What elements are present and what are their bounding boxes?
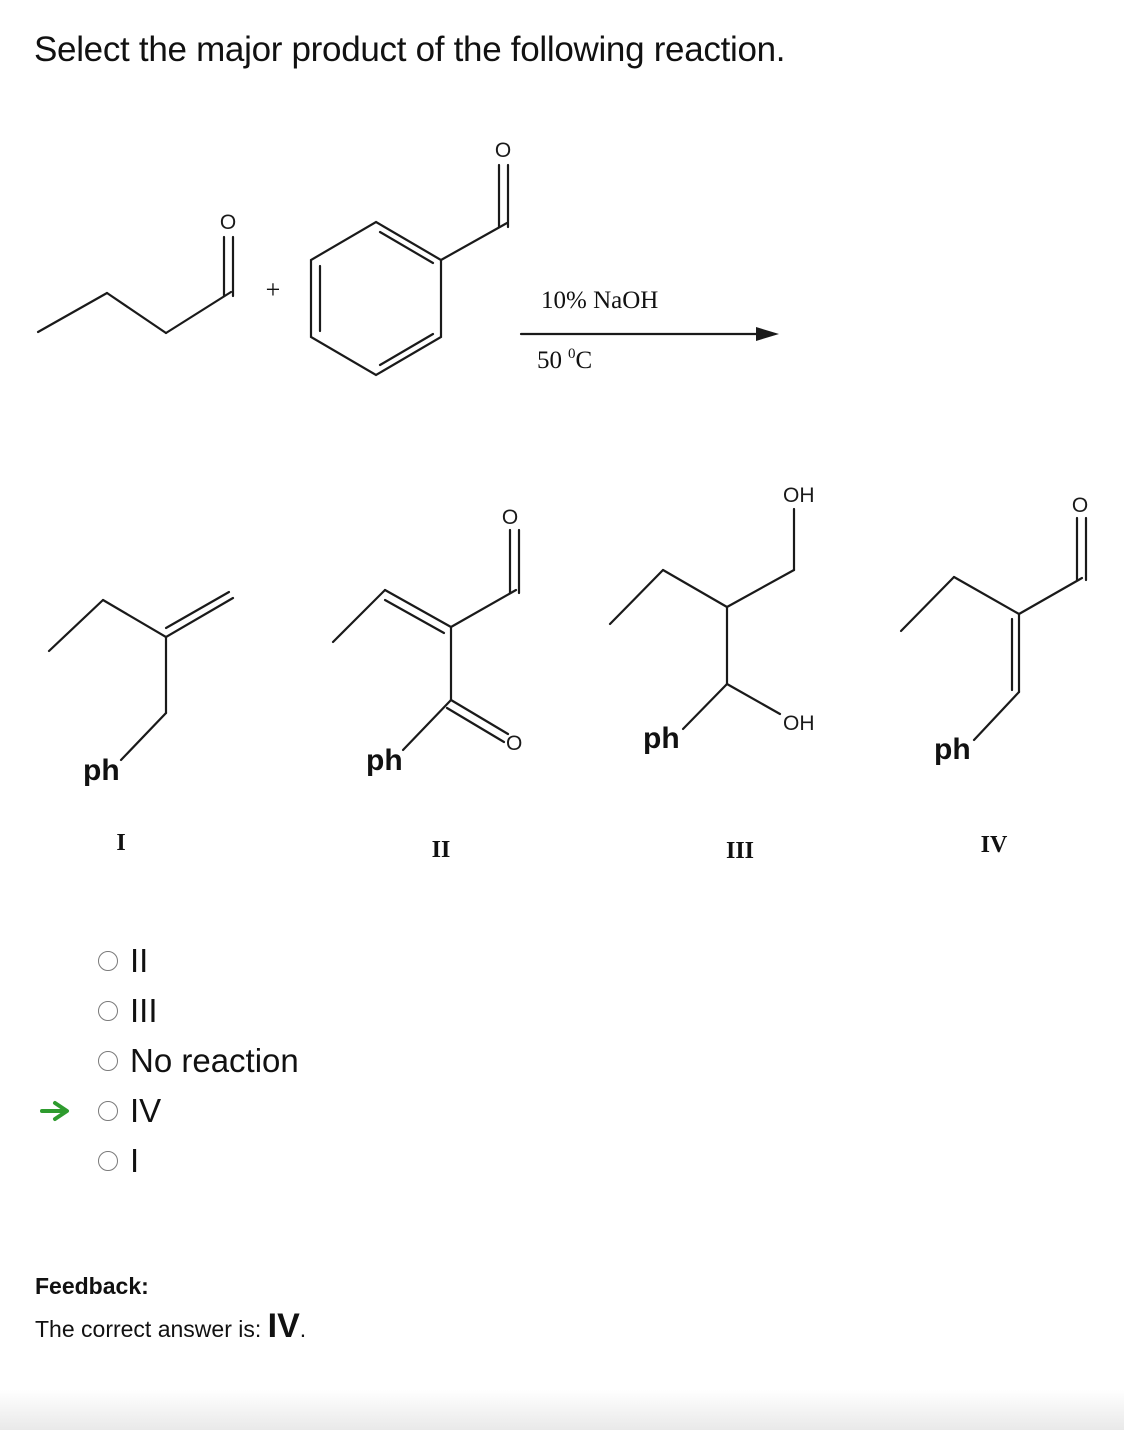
structure-label-I: I [116, 830, 125, 856]
reaction-arrow-icon [756, 327, 779, 341]
oxygen-label: O [495, 139, 511, 162]
phenyl-label: ph [83, 754, 120, 787]
oxygen-label: O [220, 211, 236, 234]
phenyl-label: ph [934, 733, 971, 766]
radio-button[interactable] [98, 951, 118, 971]
option-ii[interactable]: II [40, 936, 299, 986]
feedback-title: Feedback: [35, 1273, 149, 1299]
answer-options: II III No reaction IV I [40, 936, 299, 1186]
option-iii[interactable]: III [40, 986, 299, 1036]
feedback-text: The correct answer is: IV. [35, 1307, 306, 1346]
bottom-edge-shadow [0, 1390, 1124, 1430]
phenyl-label: ph [366, 744, 403, 777]
correct-answer-arrow-icon [40, 1101, 69, 1121]
oxygen-label-top: O [1072, 494, 1088, 517]
oxygen-label-side: O [506, 732, 522, 755]
radio-button[interactable] [98, 1101, 118, 1121]
oxygen-label-top: O [502, 506, 518, 529]
structure-label-II: II [432, 837, 451, 863]
option-label: I [130, 1142, 140, 1179]
hydroxyl-label-bottom: OH [783, 712, 815, 735]
structure-label-IV: IV [981, 832, 1008, 858]
phenyl-label: ph [643, 722, 680, 755]
structure-III: OH OH ph III [608, 484, 815, 864]
option-i[interactable]: I [40, 1136, 299, 1186]
hydroxyl-label-top: OH [783, 484, 815, 507]
option-label: III [130, 992, 158, 1029]
radio-button[interactable] [98, 1051, 118, 1071]
structure-I: ph I [47, 590, 235, 856]
option-no-reaction[interactable]: No reaction [40, 1036, 299, 1086]
structure-IV: O ph IV [899, 494, 1088, 858]
option-label: II [130, 942, 149, 979]
question-text: Select the major product of the followin… [34, 30, 786, 69]
feedback-prefix: The correct answer is: [35, 1316, 268, 1342]
radio-button[interactable] [98, 1151, 118, 1171]
feedback-suffix: . [299, 1316, 307, 1342]
option-label: IV [130, 1092, 162, 1129]
phenylacetaldehyde-structure: O [309, 139, 511, 377]
option-label: No reaction [130, 1042, 299, 1079]
radio-button[interactable] [98, 1001, 118, 1021]
reagent-label: 10% NaOH [541, 287, 658, 314]
butanal-structure: O [36, 211, 236, 335]
plus-sign: + [266, 275, 281, 304]
option-iv[interactable]: IV [40, 1086, 299, 1136]
feedback-answer: IV [267, 1307, 300, 1345]
structure-II: O O ph II [331, 506, 522, 863]
structure-label-III: III [726, 838, 754, 864]
